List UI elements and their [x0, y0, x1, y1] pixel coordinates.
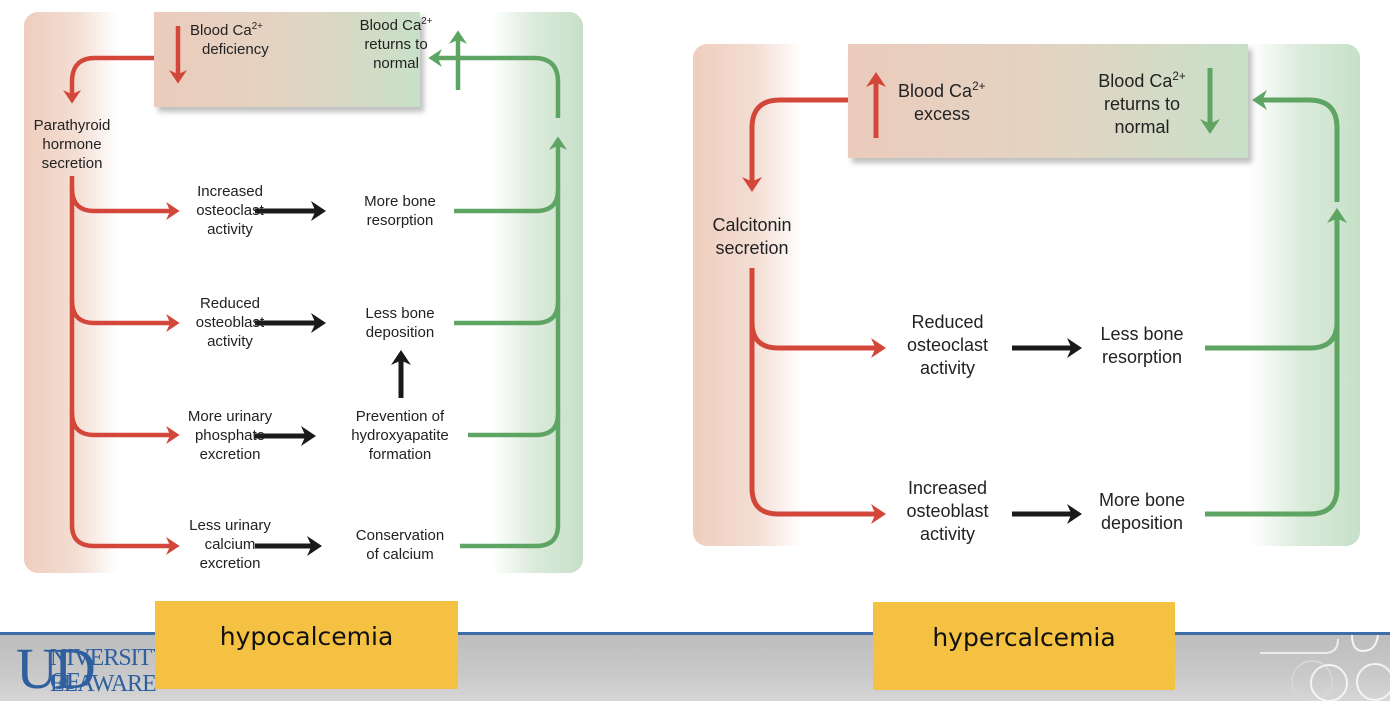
red-arrow-to-calcitonin: [742, 97, 848, 192]
green-arrow-to-box: [428, 49, 561, 118]
green-branch-right-1: [1205, 321, 1340, 351]
university-of-delaware-logo: UD NIVERSITY OF ELAWARE: [16, 636, 168, 701]
effect-label-4: Conservation of calcium: [355, 527, 445, 563]
green-trunk: [460, 136, 567, 549]
hormone-label: Parathyroid hormone secretion: [33, 117, 111, 172]
red-trunk: [69, 176, 180, 555]
effect-label-right-2: More bone deposition: [1098, 490, 1186, 533]
effect-label-right-1: Less bone resorption: [1100, 324, 1184, 367]
logo-line2: ELAWARE: [50, 671, 157, 697]
cause-label-right-2: Increased osteoblast activity: [906, 478, 989, 544]
calcitonin-label: Calcitonin secretion: [712, 215, 792, 258]
effect-label-3: Prevention of hydroxyapatite formation: [351, 408, 449, 463]
right-status-box: [848, 44, 1248, 158]
left-status-box: [154, 12, 420, 107]
hypocalcemia-caption: hypocalcemia: [155, 601, 458, 689]
effect-label-2: Less bone deposition: [365, 305, 435, 341]
end-status-label: Blood Ca2+returns to normal: [359, 16, 433, 72]
red-branch-right-1: [749, 321, 886, 358]
cause-label-3: More urinary phosphate excretion: [187, 408, 273, 463]
logo-initials: UD: [16, 636, 96, 701]
cause-label-right-1: Reduced osteoclast activity: [906, 312, 989, 378]
start-status-label: Blood Ca2+deficiency: [190, 21, 269, 58]
green-arrow-to-box-right: [1252, 90, 1340, 202]
hypercalcemia-caption: hypercalcemia: [873, 602, 1175, 690]
end-status-label-right: Blood Ca2+returns to normal: [1098, 70, 1186, 137]
right-green-band: [1250, 44, 1360, 546]
right-red-band: [693, 44, 803, 546]
start-status-label-right: Blood Ca2+excess: [898, 80, 986, 124]
cause-label-1: Increased osteoclast activity: [196, 183, 264, 238]
logo-line1: NIVERSITY OF: [50, 645, 168, 695]
cause-label-2: Reduced osteoblast activity: [195, 295, 265, 350]
cause-label-4: Less urinary calcium excretion: [189, 517, 271, 572]
red-arrow-to-hormone: [63, 55, 154, 104]
red-branch-1: [69, 187, 180, 220]
red-branch-3: [69, 411, 180, 444]
green-trunk-right: [1205, 208, 1347, 517]
red-trunk-right: [749, 268, 886, 524]
left-green-band: [492, 12, 583, 573]
red-branch-2: [69, 299, 180, 332]
effect-label-1: More bone resorption: [364, 193, 436, 229]
